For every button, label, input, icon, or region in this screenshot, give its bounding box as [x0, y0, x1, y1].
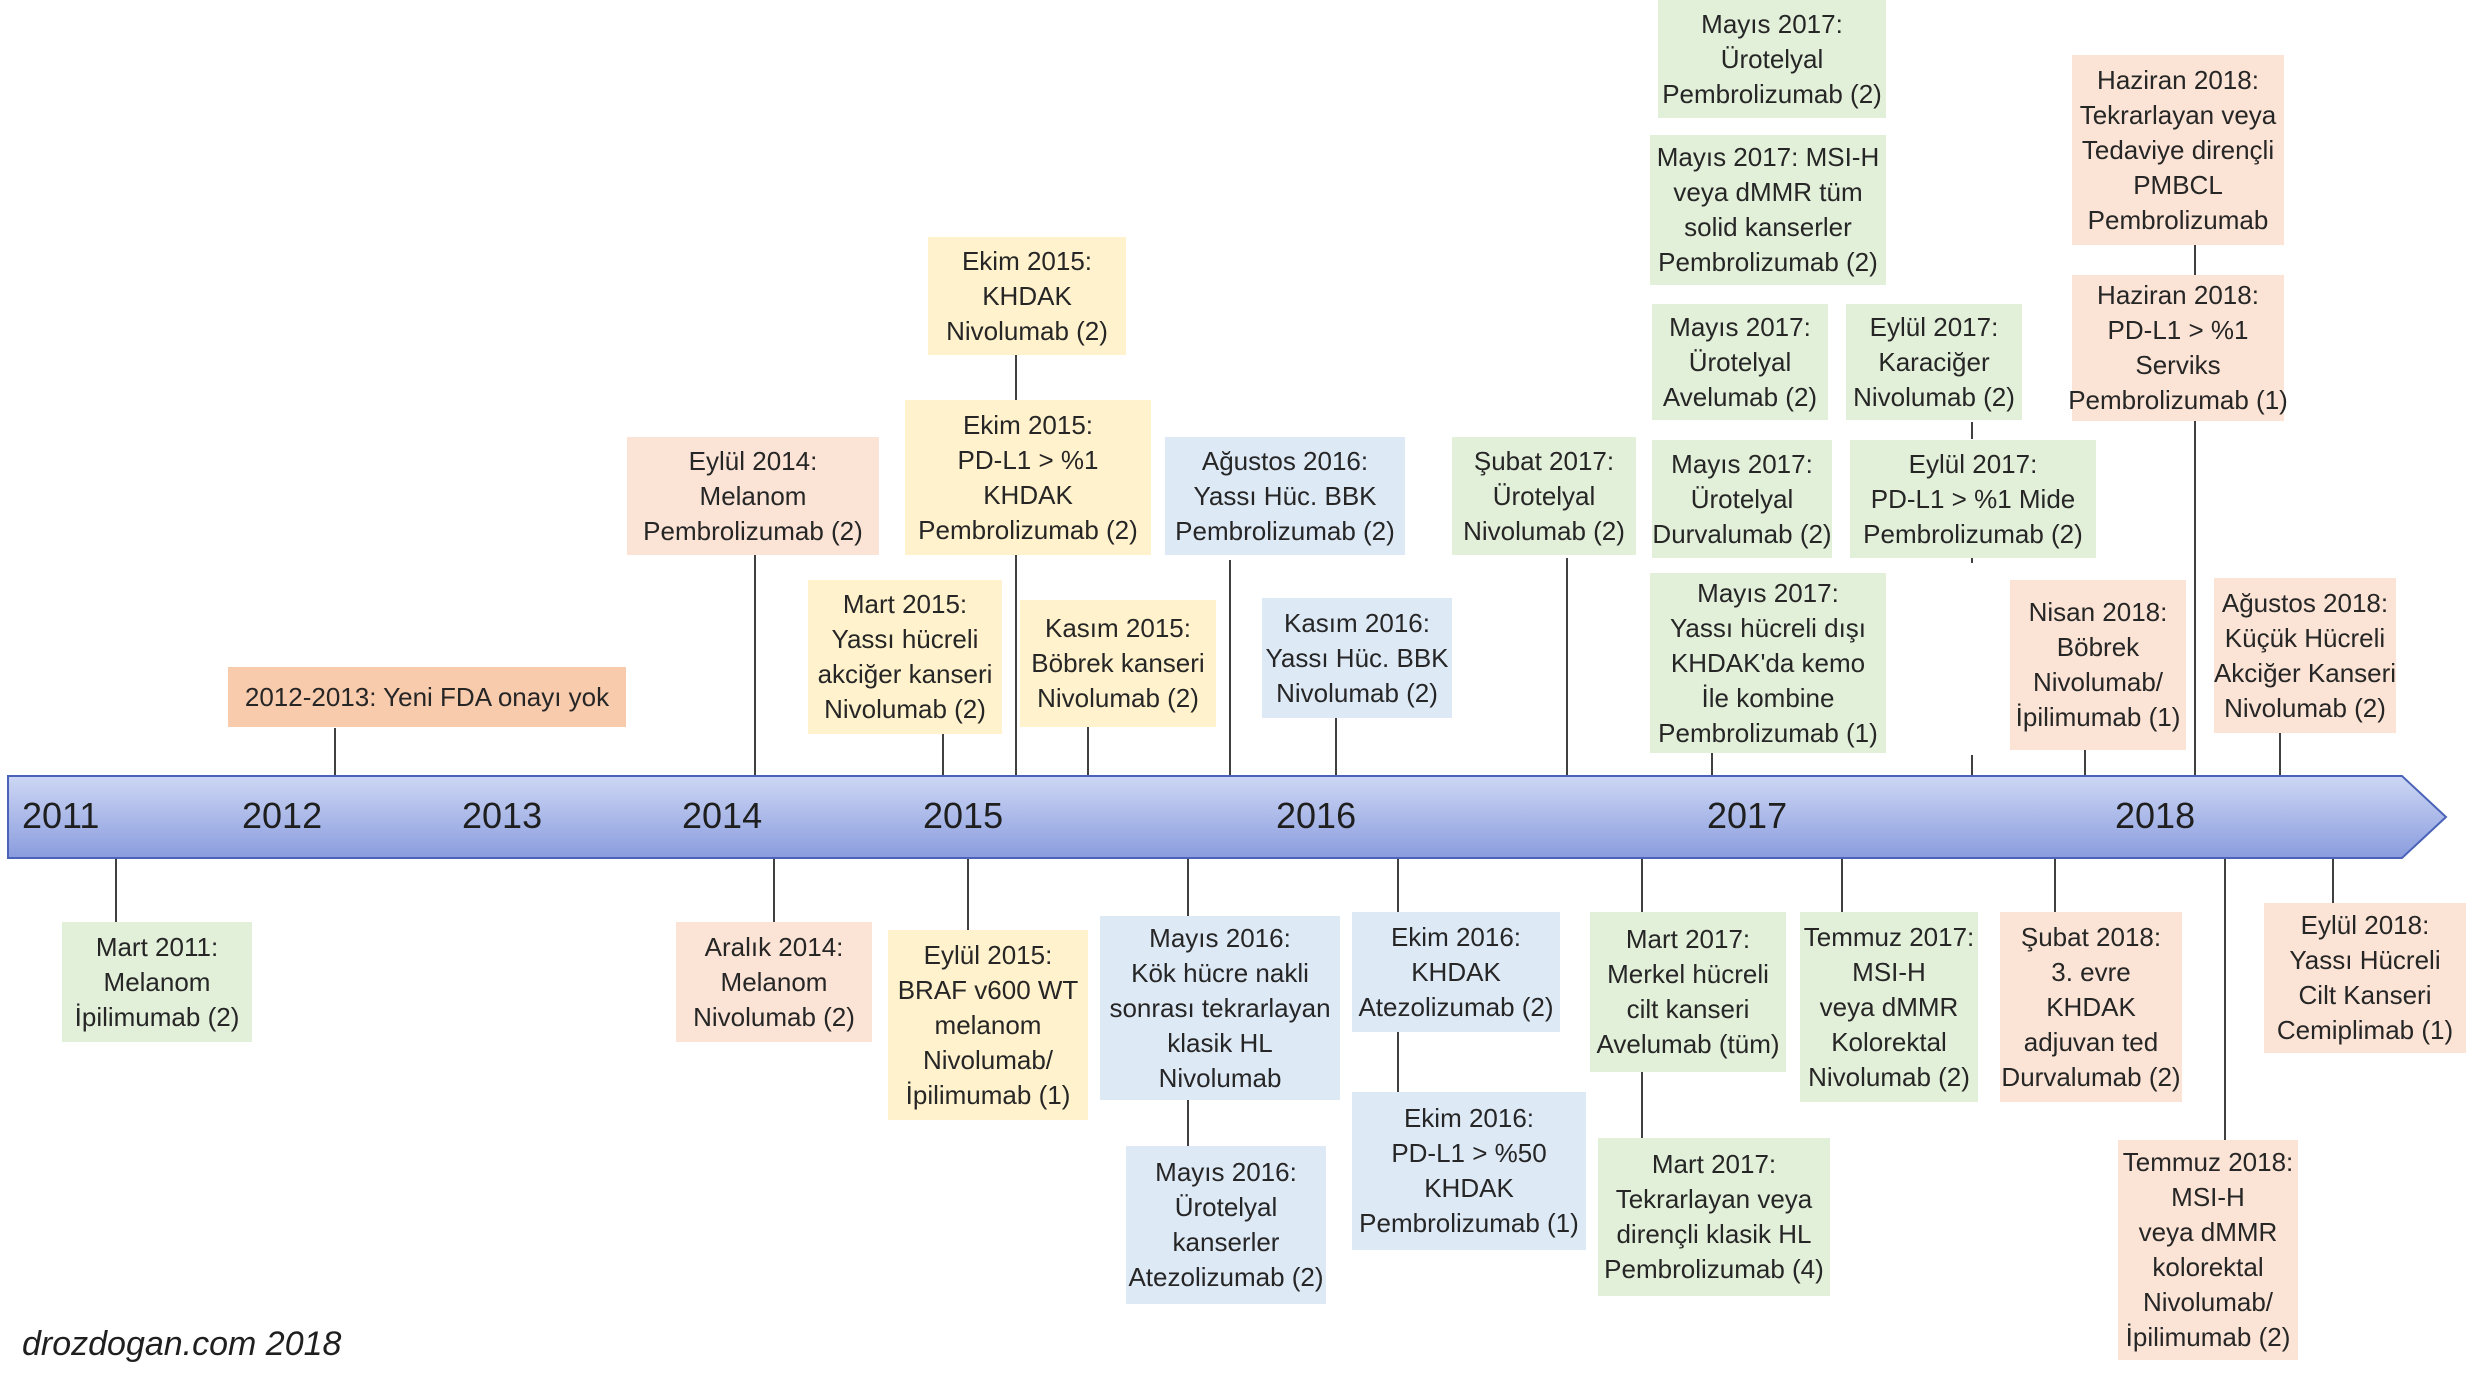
year-label: 2013 — [462, 795, 543, 836]
timeline-arrow — [7, 775, 2448, 859]
year-label: 2011 — [22, 795, 100, 836]
connector-lines — [115, 245, 2334, 1146]
credit-text: drozdogan.com 2018 — [22, 1325, 342, 1363]
year-label: 2018 — [2115, 795, 2196, 836]
year-label: 2017 — [1707, 795, 1788, 836]
year-label: 2014 — [682, 795, 763, 836]
year-label: 2012 — [242, 795, 323, 836]
event-box: 2012-2013: Yeni FDA onayı yok — [228, 667, 626, 727]
year-label: 2016 — [1276, 795, 1357, 836]
year-label: 2015 — [923, 795, 1004, 836]
